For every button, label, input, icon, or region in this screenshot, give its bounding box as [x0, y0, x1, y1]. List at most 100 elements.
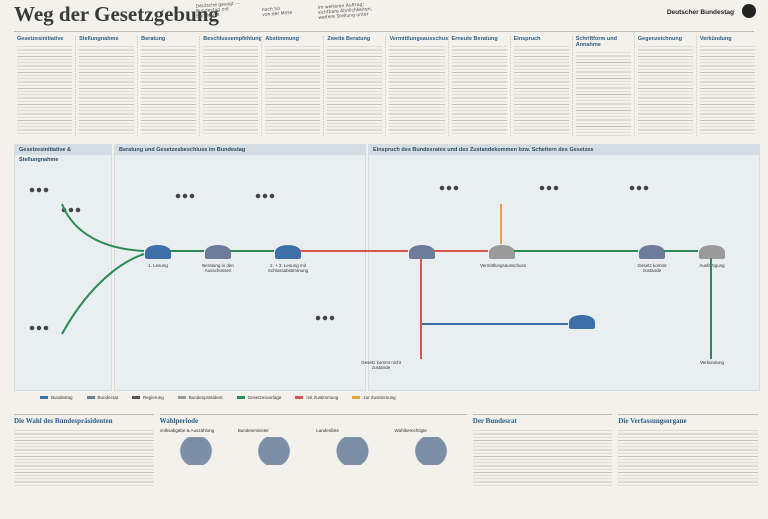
- legend-swatch: [236, 395, 245, 399]
- legend-swatch: [40, 395, 48, 399]
- legend-label: Gesetzesvorlage: [247, 394, 282, 400]
- panel-bundestag: Beratung und Gesetzesbeschluss im Bundes…: [114, 144, 366, 391]
- node-president: [699, 245, 725, 259]
- text-column: Schriftform und Annahme: [573, 36, 635, 136]
- legend-item: Regierung: [132, 395, 164, 400]
- subsection-heading: Landesliste: [316, 428, 339, 433]
- bundestag-group-icon: [29, 325, 49, 335]
- node-label: Gesetz kommt nicht zustande: [361, 360, 401, 370]
- subsection-row: Volksabgabe & Auszählung Bundesminister …: [159, 428, 467, 469]
- legend-label: Bundesrat: [97, 394, 119, 400]
- section-text: [618, 428, 758, 488]
- divider: [14, 31, 754, 32]
- text-column: Beschlussempfehlung: [200, 36, 263, 136]
- bundesrat-group-icon: [61, 207, 81, 217]
- committee-group-icon: [315, 315, 335, 325]
- text-column: Gesetzesinitiative: [14, 36, 77, 136]
- node-bundestag-second: [569, 315, 595, 329]
- brand-label: Deutscher Bundestag: [666, 9, 734, 16]
- panel-initiative: Gesetzesinitiative & Stellungnahme: [14, 144, 112, 391]
- section-text: [14, 428, 154, 488]
- legend-swatch: [132, 395, 141, 399]
- text-column: Abstimmung: [262, 36, 325, 136]
- column-text: [451, 44, 507, 136]
- legend-label: zur Zustimmung: [363, 394, 396, 400]
- bottom-sections: Die Wahl des Bundespräsidenten Wahlperio…: [14, 414, 758, 514]
- panel-heading: Gesetzesinitiative & Stellungnahme: [15, 145, 111, 163]
- bundestag-group-icon: [539, 185, 559, 195]
- page-title: Weg der Gesetzgebung: [14, 2, 219, 26]
- node-label: Gesetz kommt zustande: [637, 263, 667, 273]
- legend-label: mit Zustimmung: [306, 394, 339, 400]
- section-constitutional-organs: Die Verfassungsorgane: [618, 414, 758, 514]
- section-election-period: Wahlperiode Volksabgabe & Auszählung Bun…: [159, 414, 467, 514]
- column-text: [79, 44, 135, 136]
- ballot-icon: [159, 437, 232, 465]
- column-heading: Schriftform und Annahme: [575, 36, 617, 48]
- handwritten-note-3: Im weiteren Auftrag: sichtbare Ähnlichke…: [317, 2, 373, 21]
- text-column: Zweite Beratung: [324, 36, 387, 136]
- committee-group-icon: [175, 193, 195, 203]
- legend-swatch: [352, 395, 361, 399]
- section-text: [472, 428, 613, 488]
- eagle-logo-icon: [742, 4, 756, 18]
- government-group-icon: [29, 187, 49, 197]
- column-text: [513, 44, 569, 136]
- column-heading: Gegenzeichnung: [637, 36, 683, 42]
- section-heading: Der Bundesrat: [472, 417, 517, 425]
- subsection: Wahlberechtigte: [394, 428, 467, 469]
- legend-label: Bundestag: [51, 394, 73, 400]
- node-mediation: [489, 245, 515, 259]
- subsection: Bundesminister: [237, 428, 311, 469]
- section-heading: Die Verfassungsorgane: [618, 417, 687, 425]
- subsection-heading: Volksabgabe & Auszählung: [159, 428, 215, 433]
- section-president-election: Die Wahl des Bundespräsidenten: [14, 414, 154, 514]
- subsection: Volksabgabe & Auszählung: [159, 428, 232, 469]
- column-text: [389, 44, 445, 136]
- handwritten-note-2: nach 50 von der Mitte: [261, 6, 293, 19]
- column-text: [637, 44, 693, 136]
- subsection: Landesliste: [316, 428, 389, 469]
- text-column: Gegenzeichnung: [635, 36, 697, 136]
- column-text: [327, 44, 383, 136]
- node-committees: [205, 245, 231, 259]
- legend-swatch: [295, 395, 304, 399]
- legend-swatch: [86, 395, 95, 399]
- column-heading: Einspruch: [513, 36, 541, 42]
- column-text: [699, 44, 755, 136]
- legend-item: Bundesrat: [86, 394, 119, 400]
- subsection-heading: Bundesminister: [237, 428, 269, 433]
- section-bundesrat: Der Bundesrat: [472, 414, 613, 514]
- legend-label: Bundespräsident: [188, 394, 223, 400]
- node-label: 2. + 3. Lesung mit Schlussabstimmung: [267, 263, 309, 273]
- legend-item: zur Zustimmung: [352, 394, 396, 400]
- legend-item: Bundespräsident: [177, 394, 223, 400]
- flow-diagram: Gesetzesinitiative & Stellungnahme Berat…: [14, 144, 760, 391]
- voters-icon: [394, 437, 467, 465]
- handwritten-note-1: Deutsche gesagt — Bundestag mit Bundesra…: [195, 1, 240, 20]
- bundesrat-group-icon: [629, 185, 649, 195]
- text-column: Stellungnahme: [76, 36, 139, 136]
- legend: Bundestag Bundesrat Regierung Bundespräs…: [40, 392, 396, 402]
- column-heading: Erneute Beratung: [451, 36, 498, 42]
- legend-label: Regierung: [143, 394, 164, 400]
- column-text: [265, 44, 321, 136]
- committee-group-icon: [255, 193, 275, 203]
- minister-icon: [237, 437, 311, 465]
- text-column: Vermittlungsausschuss: [386, 36, 449, 136]
- text-column: Erneute Beratung: [449, 36, 511, 136]
- section-heading: Wahlperiode: [159, 417, 199, 425]
- column-heading: Zweite Beratung: [327, 36, 371, 42]
- legend-swatch: [177, 395, 186, 399]
- subsection-heading: Wahlberechtigte: [394, 428, 427, 433]
- map-icon: [316, 437, 389, 465]
- legend-item: Bundestag: [40, 395, 73, 400]
- column-text: [17, 44, 73, 136]
- column-heading: Vermittlungsausschuss: [389, 36, 449, 42]
- text-column: Einspruch: [511, 36, 573, 136]
- panel-heading: Beratung und Gesetzesbeschluss im Bundes…: [115, 145, 365, 155]
- flow-arrows: [61, 203, 712, 359]
- section-heading: Die Wahl des Bundespräsidenten: [14, 417, 113, 425]
- text-columns: Gesetzesinitiative Stellungnahme Beratun…: [14, 36, 758, 136]
- node-approval: [639, 245, 665, 259]
